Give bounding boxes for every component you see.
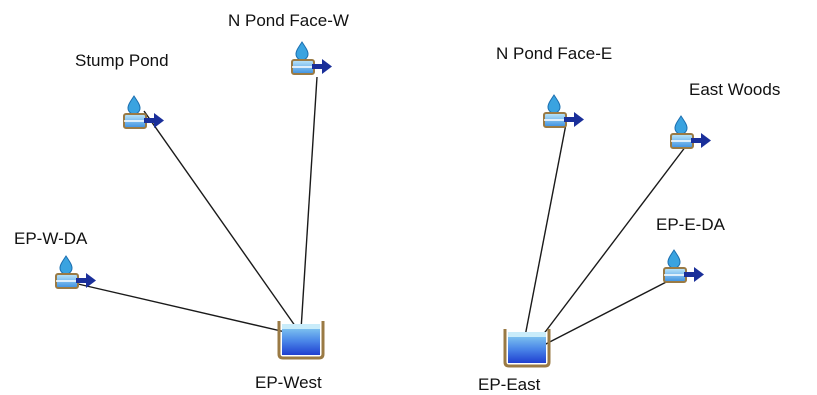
subbasin-runoff-icon[interactable] [55,255,97,289]
link-n-pond-face-e-to-ep-east [521,123,567,353]
node-stump-pond[interactable]: Stump Pond [75,51,169,129]
node-n-pond-face-e[interactable]: N Pond Face-E [496,44,612,128]
node-ep-east[interactable]: EP-East [478,327,551,394]
links-layer [77,76,687,353]
subbasin-runoff-icon[interactable] [543,94,585,128]
nodes-layer: Stump Pond N Pond Face-W EP-W-DA EP-West… [14,11,780,394]
node-label: N Pond Face-W [228,11,349,30]
subbasin-runoff-icon[interactable] [291,41,333,75]
node-east-woods[interactable]: East Woods [670,80,780,149]
link-stump-pond-to-ep-west [143,110,299,331]
node-label: EP-E-DA [656,215,726,234]
link-ep-w-da-to-ep-west [77,283,295,335]
link-ep-e-da-to-ep-east [537,276,677,349]
node-label: EP-West [255,373,322,392]
detention-pond-icon[interactable] [503,327,551,368]
link-n-pond-face-w-to-ep-west [300,76,318,331]
node-label: Stump Pond [75,51,169,70]
subbasin-runoff-icon[interactable] [663,249,705,283]
node-label: East Woods [689,80,780,99]
node-label: EP-East [478,375,541,394]
node-ep-west[interactable]: EP-West [255,319,325,392]
node-ep-w-da[interactable]: EP-W-DA [14,229,97,289]
link-east-woods-to-ep-east [529,145,687,353]
node-label: EP-W-DA [14,229,88,248]
node-ep-e-da[interactable]: EP-E-DA [656,215,726,283]
detention-pond-icon[interactable] [277,319,325,360]
node-n-pond-face-w[interactable]: N Pond Face-W [228,11,349,75]
node-label: N Pond Face-E [496,44,612,63]
subbasin-runoff-icon[interactable] [670,115,712,149]
